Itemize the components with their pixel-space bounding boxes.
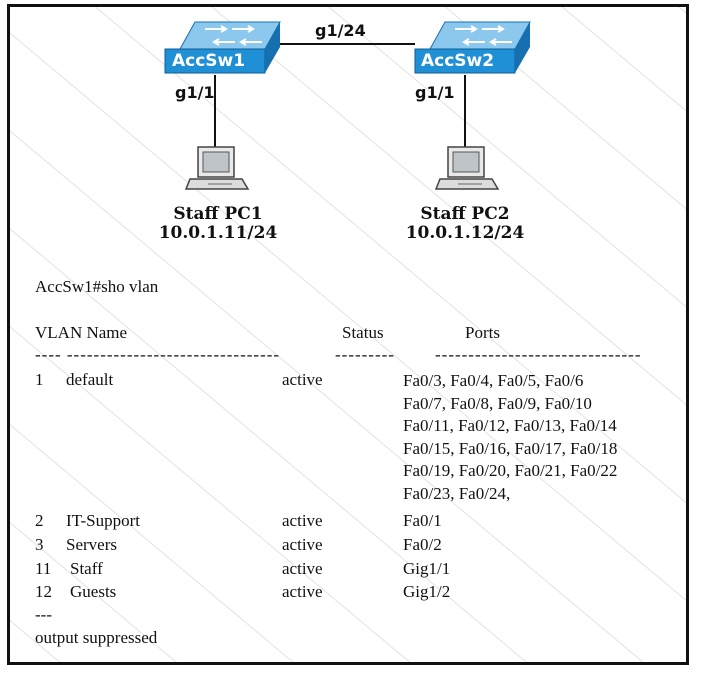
- vlan-name: Staff: [70, 559, 103, 578]
- diagram-frame: AccSw1 AccSw2 g1/24 g1/1 g1/1 Staff PC1 …: [7, 4, 689, 665]
- switch-accsw1-icon: [164, 21, 281, 74]
- vlan-status: active: [282, 370, 323, 389]
- accsw1-uplink-port-label: g1/1: [175, 83, 215, 102]
- pc2-name: Staff PC2: [420, 204, 510, 224]
- pc1-label: Staff PC1 10.0.1.11/24: [148, 205, 288, 243]
- accsw2-uplink-port-label: g1/1: [415, 83, 455, 102]
- vlan-ports: Fa0/2: [403, 535, 442, 554]
- vlan-id: 3: [35, 535, 44, 554]
- pc2-ip: 10.0.1.12/24: [405, 223, 525, 243]
- pc2-computer-icon: [434, 146, 500, 190]
- vlan-row-2: 2 IT-Support active Fa0/1: [10, 511, 686, 535]
- output-ellipsis: ---: [35, 605, 52, 624]
- pc1-ip: 10.0.1.11/24: [158, 223, 278, 243]
- vlan-status: active: [282, 511, 323, 530]
- network-topology: [164, 21, 531, 190]
- ports-line: Fa0/23, Fa0/24,: [403, 483, 511, 503]
- header-ports: Ports: [465, 323, 500, 342]
- vlan-id: 1: [35, 370, 44, 389]
- vlan-status: active: [282, 582, 323, 601]
- switch-accsw2-icon: [414, 21, 531, 74]
- vlan-name: IT-Support: [66, 511, 140, 530]
- pc1-name: Staff PC1: [173, 204, 263, 224]
- vlan-id: 2: [35, 511, 44, 530]
- header-status: Status: [342, 323, 384, 342]
- vlan-id: 12: [35, 582, 52, 601]
- vlan-ports: Gig1/2: [403, 582, 451, 601]
- vlan-status: active: [282, 535, 323, 554]
- pc1-computer-icon: [184, 146, 250, 190]
- vlan-ports: Fa0/3, Fa0/4, Fa0/5, Fa0/6 Fa0/7, Fa0/8,…: [403, 370, 617, 505]
- vlan-row-12: 12 Guests active Gig1/2: [10, 582, 686, 606]
- separator-mid: ---------: [335, 345, 395, 364]
- separator-right: -------------------------------: [435, 345, 642, 364]
- pc2-label: Staff PC2 10.0.1.12/24: [395, 205, 535, 243]
- vlan-row-1: 1 default active Fa0/3, Fa0/4, Fa0/5, Fa…: [10, 370, 686, 510]
- switch-accsw1-label: AccSw1: [172, 51, 246, 71]
- vlan-name: Servers: [66, 535, 117, 554]
- ports-line: Fa0/7, Fa0/8, Fa0/9, Fa0/10: [403, 393, 592, 413]
- vlan-ports: Fa0/1: [403, 511, 442, 530]
- vlan-row-3: 3 Servers active Fa0/2: [10, 535, 686, 559]
- separator-left: ---- --------------------------------: [35, 345, 281, 364]
- switch-accsw2-label: AccSw2: [421, 51, 495, 71]
- vlan-ports: Gig1/1: [403, 559, 451, 578]
- ports-line: Fa0/3, Fa0/4, Fa0/5, Fa0/6: [403, 371, 584, 390]
- output-footer: output suppressed: [35, 628, 158, 647]
- ports-line: Fa0/19, Fa0/20, Fa0/21, Fa0/22: [403, 461, 618, 480]
- ports-line: Fa0/11, Fa0/12, Fa0/13, Fa0/14: [403, 416, 617, 435]
- vlan-name: default: [66, 370, 114, 389]
- vlan-name: Guests: [70, 582, 117, 601]
- vlan-id: 11: [35, 559, 52, 578]
- ports-line: Fa0/15, Fa0/16, Fa0/17, Fa0/18: [403, 438, 618, 458]
- header-vlan-name: VLAN Name: [35, 323, 128, 342]
- vlan-row-11: 11 Staff active Gig1/1: [10, 559, 686, 583]
- trunk-link-label: g1/24: [315, 21, 366, 40]
- vlan-status: active: [282, 559, 323, 578]
- cli-command: AccSw1#sho vlan: [35, 277, 159, 296]
